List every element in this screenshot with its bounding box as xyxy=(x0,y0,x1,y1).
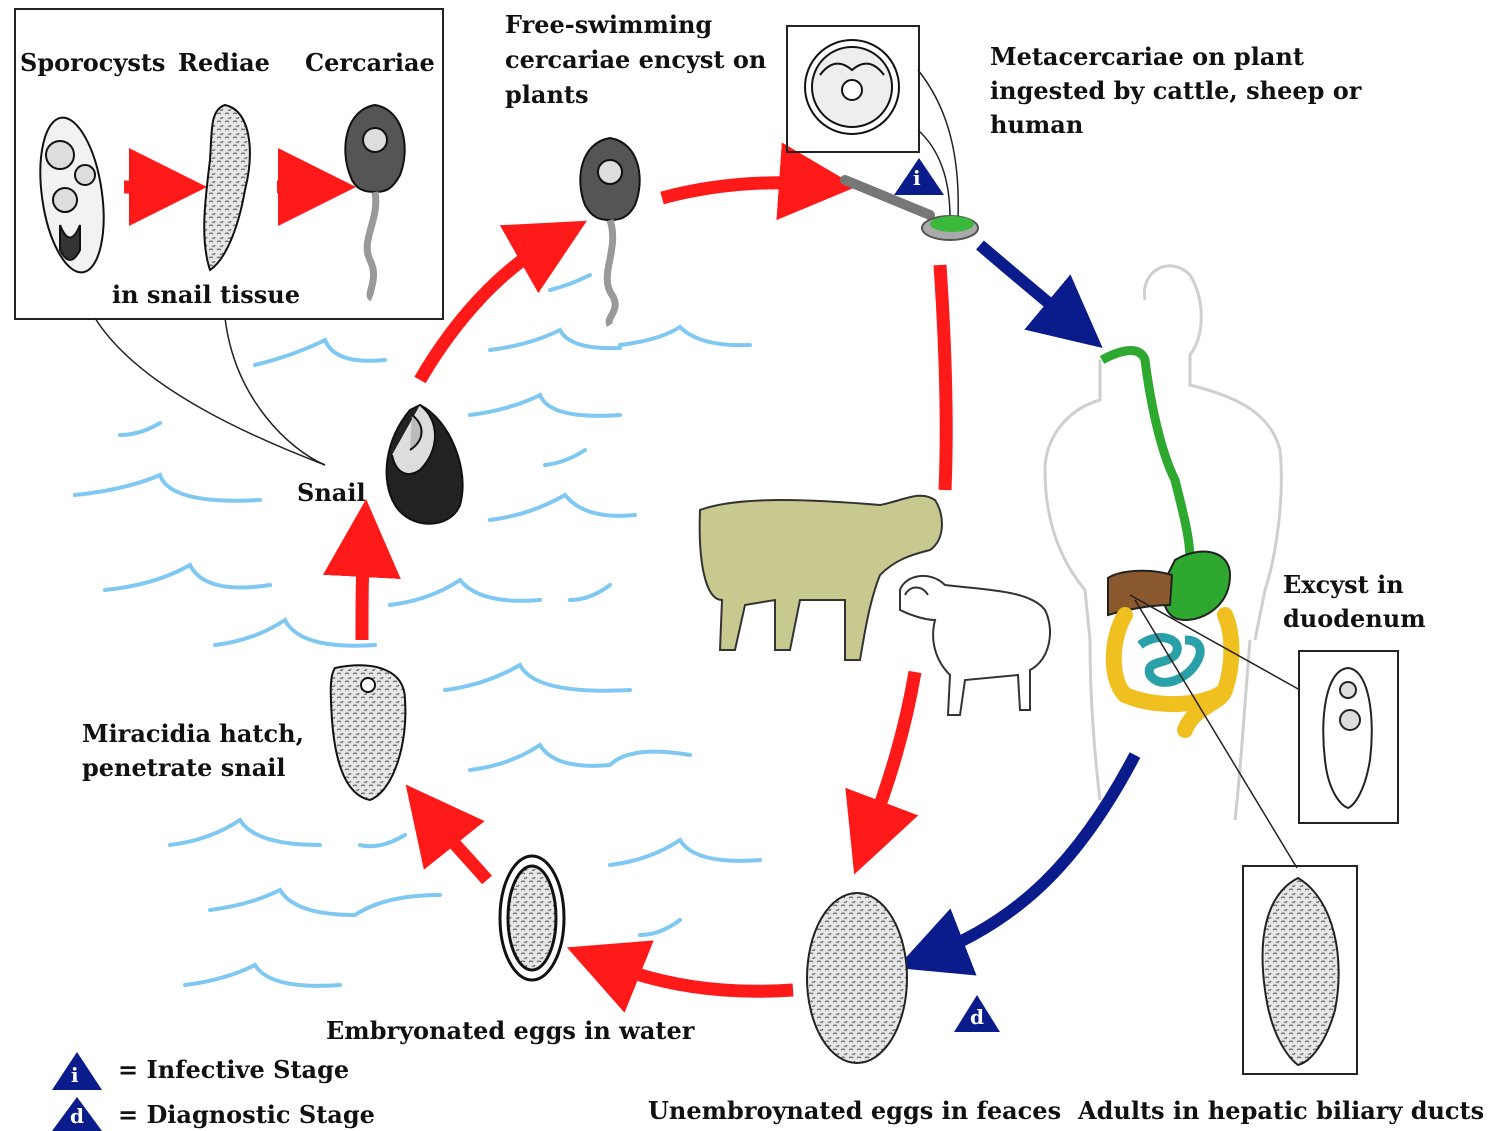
legend-diagnostic-letter: d xyxy=(70,1104,84,1128)
unembryonated-eggs-label: Unembroynated eggs in feaces xyxy=(648,1094,1061,1127)
infective-marker-letter: i xyxy=(913,166,921,190)
free-cercaria-icon xyxy=(580,138,639,325)
inset-cercariae-label: Cercariae xyxy=(305,46,435,79)
inset-sporocysts-label: Sporocysts xyxy=(20,46,165,79)
water-waves xyxy=(75,275,760,986)
sheep-icon xyxy=(900,576,1050,715)
metacercaria-box xyxy=(786,25,920,153)
diagnostic-marker-letter: d xyxy=(970,1005,984,1029)
snail-icon xyxy=(387,405,463,524)
inset-rediae-label: Rediae xyxy=(178,46,270,79)
miracidium-icon xyxy=(331,665,406,800)
cow-icon xyxy=(700,496,942,660)
adult-box xyxy=(1242,865,1358,1075)
embryonated-eggs-label: Embryonated eggs in water xyxy=(326,1014,694,1047)
excyst-box xyxy=(1298,650,1399,824)
adults-label: Adults in hepatic biliary ducts xyxy=(1078,1094,1484,1127)
unembryonated-egg-icon xyxy=(807,893,907,1063)
snail-label: Snail xyxy=(297,476,366,509)
human-body-icon xyxy=(1045,266,1281,820)
inset-leader-lines xyxy=(95,318,325,465)
legend-diagnostic-label: = Diagnostic Stage xyxy=(118,1098,375,1131)
legend-infective-letter: i xyxy=(71,1063,79,1087)
legend-infective-label: = Infective Stage xyxy=(118,1053,349,1086)
inset-caption: in snail tissue xyxy=(112,278,300,311)
metacercaria-leader-lines xyxy=(918,70,958,218)
embryonated-egg-icon xyxy=(500,856,564,980)
